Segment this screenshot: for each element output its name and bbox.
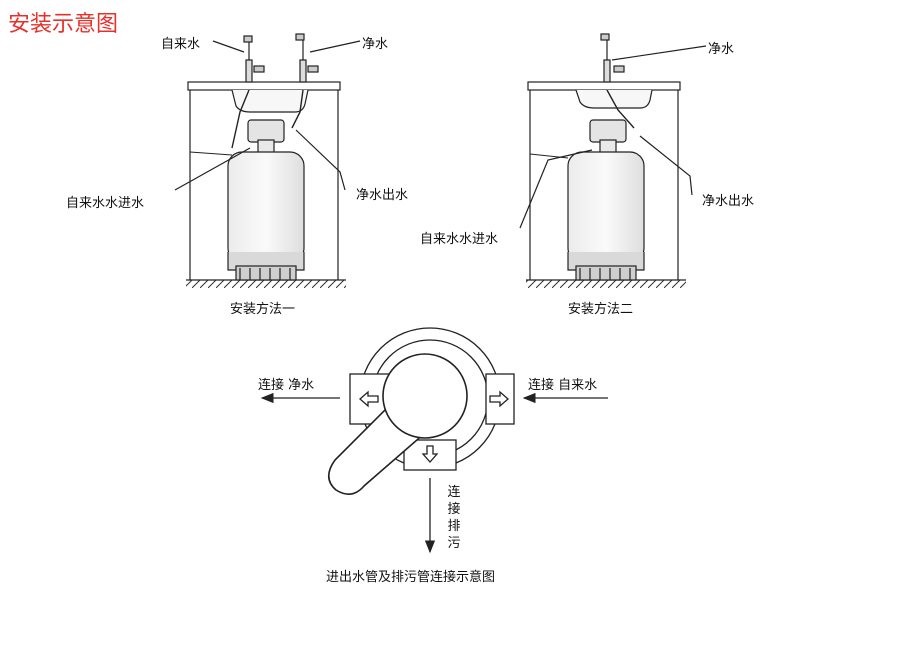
page-title: 安装示意图 <box>8 12 119 37</box>
floor-hatch <box>186 280 346 288</box>
floor-hatch <box>526 280 686 288</box>
m1-label-pure-outlet: 净水出水 <box>356 188 409 203</box>
tap-pipe <box>231 89 250 149</box>
m2-label-pure-outlet: 净水出水 <box>702 194 755 209</box>
m1-caption: 安装方法一 <box>230 302 296 317</box>
leader-pure-outlet <box>639 135 693 196</box>
leader-tap-inlet <box>174 147 251 191</box>
pure-pipe <box>291 89 304 129</box>
method2-tank <box>567 119 645 281</box>
port-arrow-down-icon <box>421 445 439 463</box>
port-arrow-right-icon <box>489 390 509 408</box>
leader-tap-water <box>212 40 245 53</box>
port-arrow-left-icon <box>359 390 379 408</box>
m1-label-tap-water: 自来水 <box>161 37 201 52</box>
method1-diagram <box>174 33 361 288</box>
valve-caption: 进出水管及排污管连接示意图 <box>326 570 496 585</box>
m1-label-tap-inlet: 自来水水进水 <box>66 196 145 211</box>
sink-basin <box>575 89 653 109</box>
counter-top <box>187 81 341 91</box>
m2-caption: 安装方法二 <box>568 302 634 317</box>
m2-label-tap-inlet: 自来水水进水 <box>420 232 499 247</box>
counter-top <box>527 81 681 91</box>
leader-pure-outlet <box>295 129 346 191</box>
pure-faucet <box>295 33 319 83</box>
method1-tank <box>227 119 305 281</box>
leader-pure-water <box>611 45 707 61</box>
valve-diagram <box>260 327 608 554</box>
m2-label-pure-water: 净水 <box>708 42 735 57</box>
leader-tap-inlet <box>519 149 593 229</box>
valve-port-bottom <box>403 439 457 471</box>
leader-pure-water <box>309 40 361 53</box>
valve-port-right <box>485 373 515 425</box>
valve-left-label: 连接 净水 <box>258 378 315 393</box>
method2-diagram <box>519 33 707 288</box>
valve-bottom-label: 连接排污 <box>447 485 461 551</box>
tap-faucet <box>243 35 265 83</box>
pure-pipe <box>606 89 635 129</box>
pure-faucet <box>600 33 625 83</box>
valve-right-label: 连接 自来水 <box>528 378 598 393</box>
valve-knob <box>382 353 468 439</box>
m1-label-pure-water: 净水 <box>362 37 389 52</box>
sink-basin <box>231 89 309 113</box>
